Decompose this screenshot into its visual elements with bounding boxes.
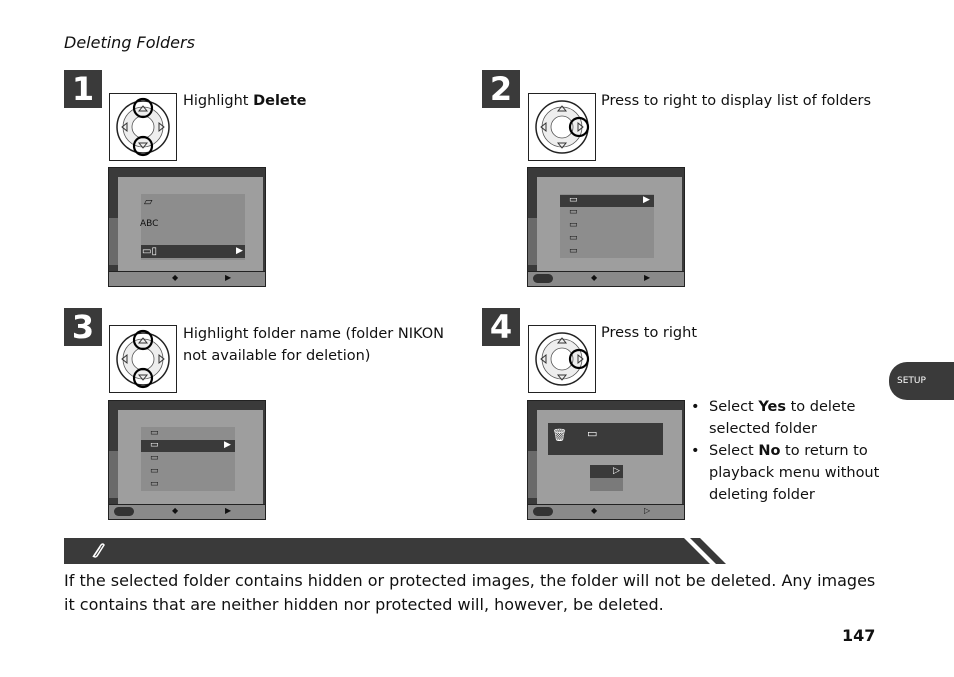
screen-step1: ▱ ABC ▭▯ ▶ ◆ ▶ (108, 167, 266, 287)
multi-selector-icon-step3 (109, 325, 177, 393)
step4-options: •Select Yes to delete selected folder •S… (691, 396, 883, 506)
updown-icon: ◆ (172, 273, 179, 282)
screen-step4: 🗑 ▭ ▷ ◆ ▷ (527, 400, 685, 520)
folder-icon: ▭ (150, 428, 159, 438)
bullet-yes: •Select Yes to delete selected folder (691, 399, 856, 437)
note-text: If the selected folder contains hidden o… (64, 571, 876, 614)
step-number-2: 2 (482, 70, 520, 108)
folder-icon: ▭ (150, 479, 159, 489)
folder-icon: ▭ (569, 246, 578, 256)
abc-icon: ABC (140, 219, 159, 229)
multi-selector-icon-step4 (528, 325, 596, 393)
right-arrow-icon: ▶ (225, 506, 232, 515)
multi-selector-icon-step1 (109, 93, 177, 161)
updown-icon: ◆ (591, 273, 598, 282)
folder-delete-icon: ▭▯ (142, 246, 157, 257)
section-title: Deleting Folders (64, 33, 195, 52)
bullet-no: •Select No to return to playback menu wi… (691, 443, 880, 503)
step-number-3: 3 (64, 308, 102, 346)
right-arrow-icon: ▷ (613, 466, 620, 476)
updown-icon: ◆ (172, 506, 179, 515)
note-bar (64, 538, 684, 564)
folder-icon: ▭ (569, 207, 578, 217)
step3-caption: Highlight folder name (folder NIKON not … (183, 326, 444, 364)
note-bar-end-decoration (680, 538, 726, 564)
multi-selector-icon-step2 (528, 93, 596, 161)
step-number-4: 4 (482, 308, 520, 346)
pencil-clip-icon (92, 543, 105, 558)
setup-tab: SETUP (889, 362, 954, 400)
right-arrow-icon: ▶ (225, 273, 232, 282)
right-arrow-icon: ▶ (644, 273, 651, 282)
right-arrow-icon: ▶ (643, 195, 650, 205)
right-arrow-icon: ▷ (644, 506, 651, 515)
folder-icon: ▭ (150, 453, 159, 463)
right-arrow-icon: ▶ (224, 440, 231, 450)
folder-icon: ▭ (587, 427, 598, 440)
folder-icon: ▭ (569, 233, 578, 243)
step-number-1: 1 (64, 70, 102, 108)
folder-icon: ▭ (569, 220, 578, 230)
page-number: 147 (842, 626, 876, 645)
step4-caption: Press to right (601, 325, 698, 341)
folder-icon: ▭ (569, 195, 578, 205)
right-arrow-icon: ▶ (236, 246, 243, 256)
step2-caption: Press to right to display list of folder… (601, 93, 872, 109)
screen-step2: ▭ ▶ ▭ ▭ ▭ ▭ ◆ ▶ (527, 167, 685, 287)
updown-icon: ◆ (591, 506, 598, 515)
folder-icon: ▭ (150, 466, 159, 476)
card-format-icon: ▱ (144, 195, 153, 208)
folder-icon: ▭ (150, 440, 159, 450)
trash-icon: 🗑 (552, 428, 568, 442)
step1-caption: Highlight Delete (183, 93, 307, 109)
screen-step3: ▭ ▭ ▶ ▭ ▭ ▭ ◆ ▶ (108, 400, 266, 520)
